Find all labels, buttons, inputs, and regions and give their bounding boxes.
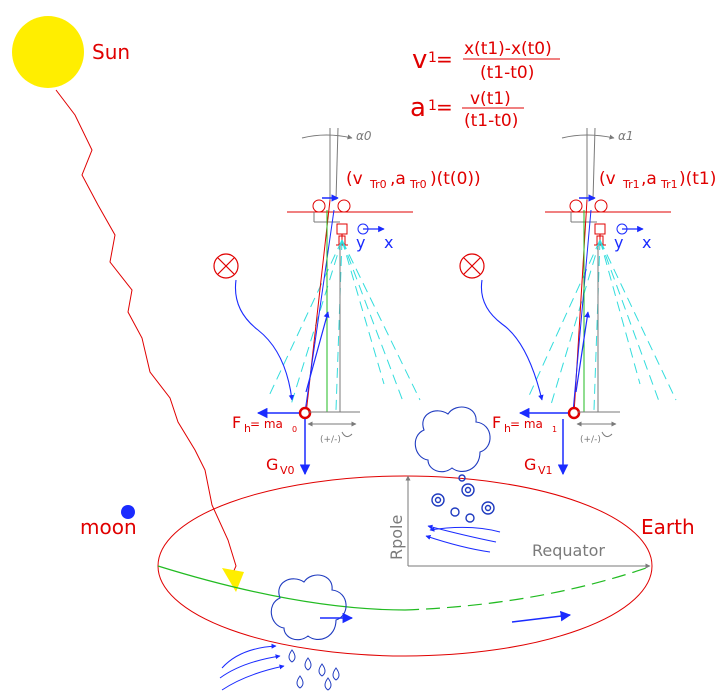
svg-text:V1: V1	[538, 464, 553, 477]
raindrops	[288, 649, 340, 691]
acceleration-denominator: (t1-t0)	[464, 111, 518, 131]
axis-y-left: y	[356, 233, 365, 252]
pendulum-bob-right	[567, 406, 581, 420]
svg-text:1: 1	[552, 425, 557, 434]
cloud-lower	[270, 574, 347, 641]
acceleration-symbol: a	[410, 93, 426, 123]
acceleration-superscript: 1	[428, 98, 437, 114]
angle-alpha0-label: α0	[356, 129, 372, 143]
offset-label-right: (+/-)	[580, 435, 601, 445]
svg-text:Tr0: Tr0	[409, 178, 427, 191]
sun-ray-arrowhead	[222, 568, 244, 592]
force-label-left: F h = ma 0	[232, 413, 297, 435]
axis-y-right: y	[614, 233, 623, 252]
requator-label: Requator	[532, 541, 605, 560]
svg-text:,a: ,a	[390, 169, 406, 189]
velocity-equals: =	[436, 47, 453, 71]
axis-x-left: x	[384, 233, 393, 252]
svg-text:)(t(0)): )(t(0))	[430, 169, 481, 189]
svg-text:Tr0: Tr0	[369, 178, 387, 191]
pendulum-left: α0 (v Tr0 ,a Tr0 )(t(0)) y x	[213, 127, 481, 477]
svg-text:h: h	[504, 422, 511, 435]
acceleration-equals: =	[436, 95, 453, 119]
formula-acceleration: a 1 = v(t1) (t1-t0)	[410, 89, 524, 131]
wind-arrows-lower	[219, 643, 285, 691]
moon-disc	[121, 505, 135, 519]
svg-text:0: 0	[292, 425, 297, 434]
sun-disc	[12, 16, 84, 88]
state-label-left: (v Tr0 ,a Tr0 )(t(0))	[346, 169, 481, 191]
moon-label: moon	[80, 515, 137, 539]
svg-text:)(t1): )(t1)	[679, 169, 716, 189]
gravity-label-left: G V0	[266, 455, 295, 477]
rpole-label: Rpole	[387, 515, 406, 560]
svg-text:= ma: = ma	[510, 417, 543, 431]
svg-text:V0: V0	[280, 464, 295, 477]
state-label-right: (v Tr1 ,a Tr1 )(t1)	[599, 169, 716, 191]
svg-text:h: h	[244, 422, 251, 435]
svg-text:,a: ,a	[641, 169, 657, 189]
velocity-numerator: x(t1)-x(t0)	[464, 39, 552, 59]
equator-line	[157, 565, 406, 611]
force-label-right: F h = ma 1	[492, 413, 557, 435]
velocity-denominator: (t1-t0)	[480, 63, 534, 83]
svg-text:(v: (v	[599, 169, 616, 189]
svg-text:Tr1: Tr1	[622, 178, 640, 191]
velocity-superscript: 1	[428, 50, 437, 66]
svg-text:Tr1: Tr1	[660, 178, 678, 191]
pendulum-right: α1 (v Tr1 ,a Tr1 )(t1) y x	[459, 127, 716, 477]
pendulum-bob-left	[298, 406, 312, 420]
svg-text:G: G	[524, 455, 536, 474]
acceleration-numerator: v(t1)	[470, 89, 511, 109]
angle-alpha1-label: α1	[618, 129, 634, 143]
svg-text:F: F	[492, 413, 501, 432]
svg-text:(v: (v	[346, 169, 363, 189]
rotation-arrow-lower	[511, 610, 572, 623]
sun-label: Sun	[92, 40, 130, 64]
cloud-upper	[414, 406, 491, 473]
gravity-label-right: G V1	[524, 455, 553, 477]
axis-x-right: x	[642, 233, 651, 252]
formula-velocity: v 1 = x(t1)-x(t0) (t1-t0)	[412, 39, 560, 83]
snowflakes	[431, 474, 495, 523]
svg-text:G: G	[266, 455, 278, 474]
svg-text:= ma: = ma	[250, 417, 283, 431]
equator-line-dashed	[404, 565, 653, 611]
offset-label-left: (+/-)	[320, 435, 341, 445]
sun-ray	[55, 89, 237, 576]
svg-text:F: F	[232, 413, 241, 432]
wind-arrows-upper	[425, 524, 501, 553]
velocity-symbol: v	[412, 45, 427, 75]
earth-label: Earth	[641, 515, 695, 539]
